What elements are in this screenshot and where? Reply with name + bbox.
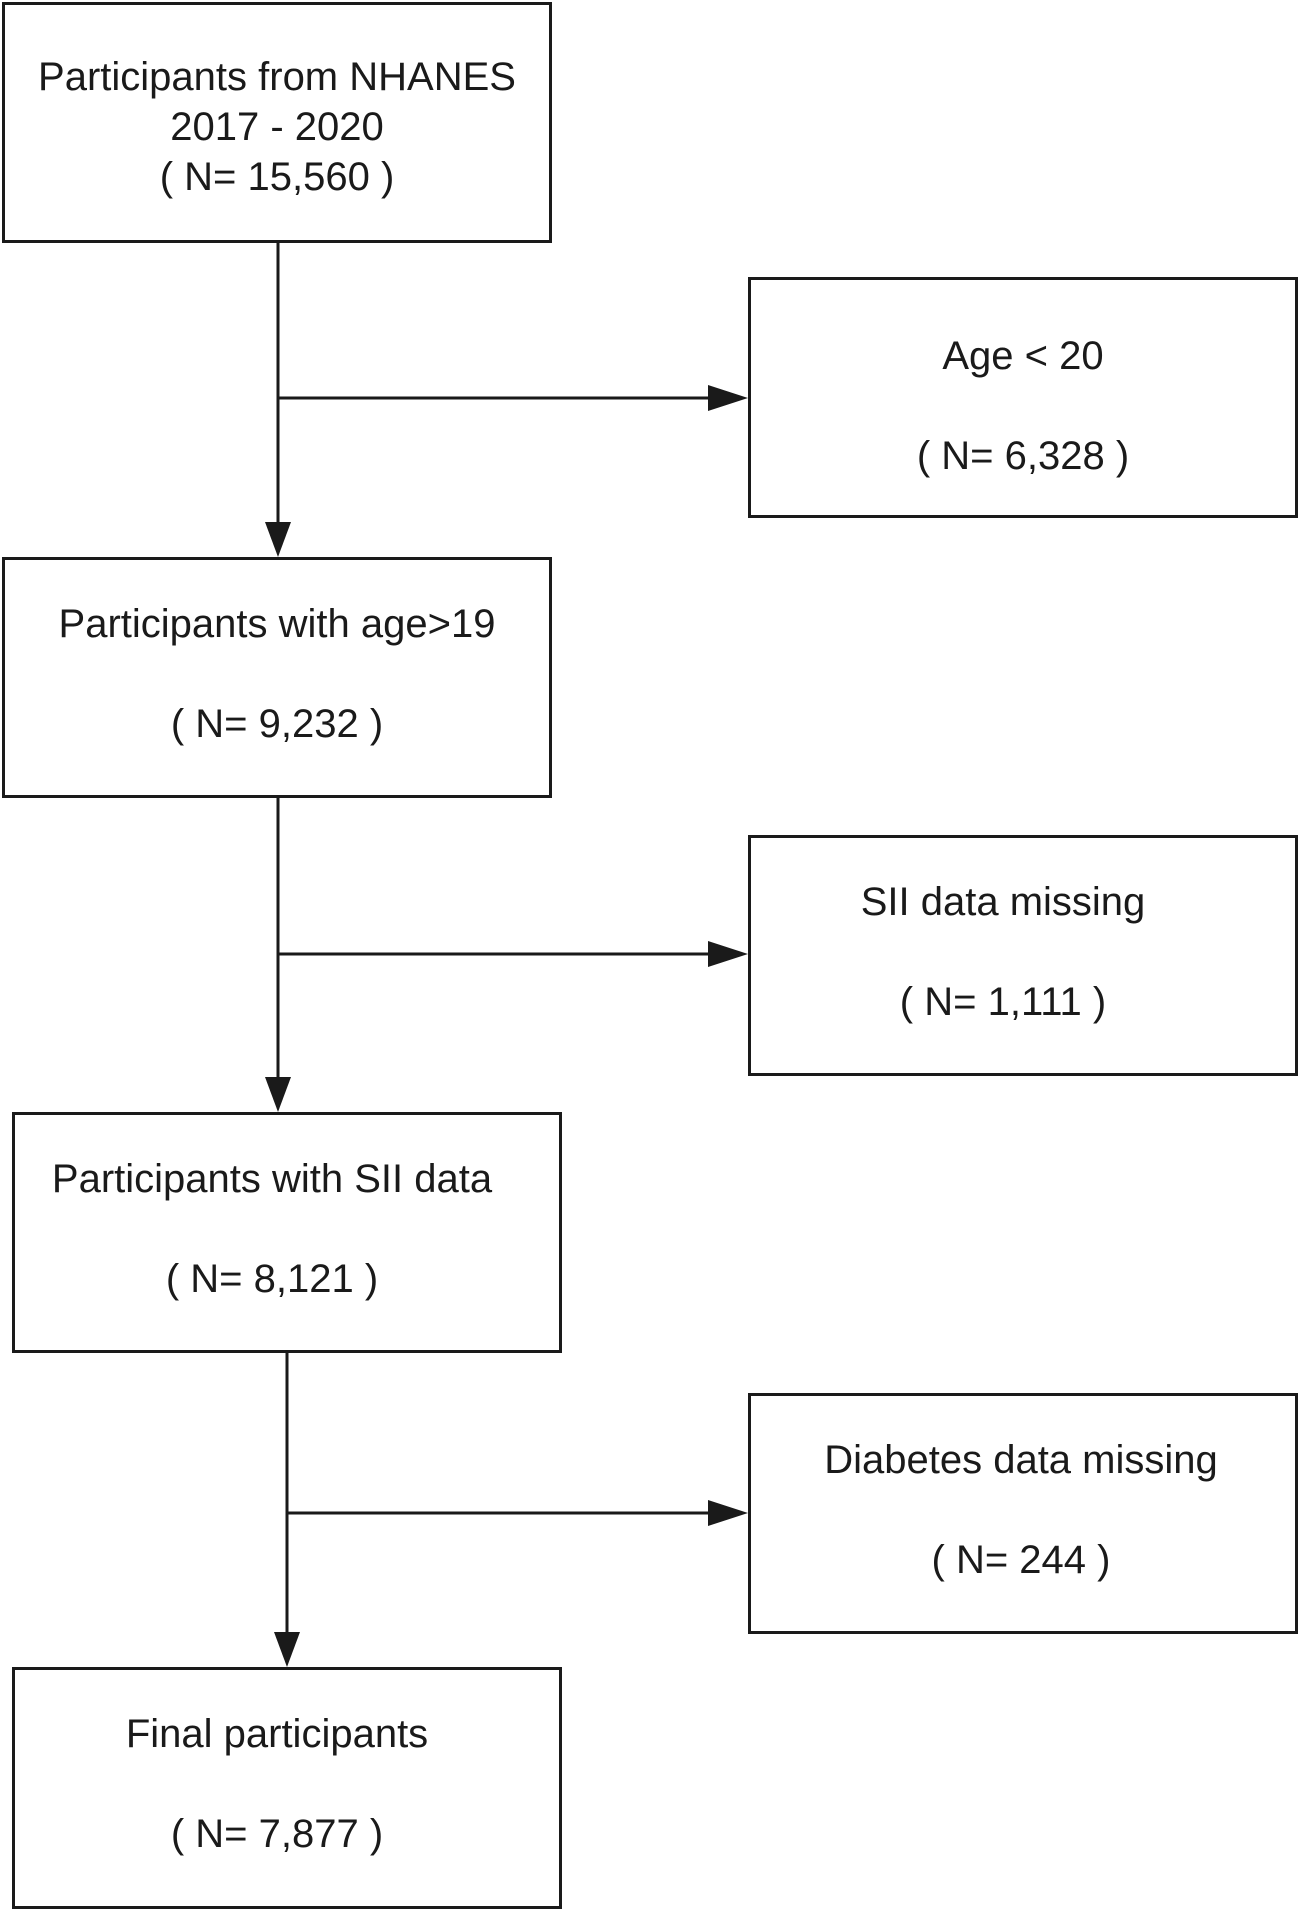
box-nhanes-title: Participants from NHANES [38,55,516,99]
box-exclusion-sii-count: ( N= 1,111 ) [899,980,1107,1024]
arrowhead-down-2 [265,1077,291,1112]
box-nhanes-years: 2017 - 2020 [170,105,384,149]
box-final-label: Final participants [125,1712,429,1756]
arrowhead-right-3 [708,1500,748,1526]
arrowhead-down-1 [265,522,291,557]
box-nhanes-count: ( N= 15,560 ) [159,155,395,199]
box-age-filtered-count: ( N= 9,232 ) [170,702,384,746]
box-exclusion-age-label: Age < 20 [942,334,1104,378]
box-sii-filtered-count: ( N= 8,121 ) [165,1257,379,1301]
box-final-count: ( N= 7,877 ) [170,1812,384,1856]
arrowhead-right-2 [708,941,748,967]
box-exclusion-diabetes: Diabetes data missing ( N= 244 ) [748,1393,1298,1634]
box-exclusion-sii-label: SII data missing [860,880,1146,924]
box-sii-filtered-label: Participants with SII data [51,1157,493,1201]
arrowhead-right-1 [708,385,748,411]
box-exclusion-sii: SII data missing ( N= 1,111 ) [748,835,1298,1076]
box-final-participants: Final participants ( N= 7,877 ) [12,1667,562,1909]
box-exclusion-diabetes-label: Diabetes data missing [824,1438,1218,1482]
box-sii-filtered: Participants with SII data ( N= 8,121 ) [12,1112,562,1353]
box-exclusion-diabetes-count: ( N= 244 ) [931,1538,1111,1582]
box-age-filtered-label: Participants with age>19 [58,602,496,646]
box-nhanes-participants: Participants from NHANES 2017 - 2020 ( N… [2,2,552,243]
arrowhead-down-3 [274,1632,300,1667]
box-age-filtered: Participants with age>19 ( N= 9,232 ) [2,557,552,798]
box-exclusion-age-count: ( N= 6,328 ) [916,434,1130,478]
box-exclusion-age: Age < 20 ( N= 6,328 ) [748,277,1298,518]
